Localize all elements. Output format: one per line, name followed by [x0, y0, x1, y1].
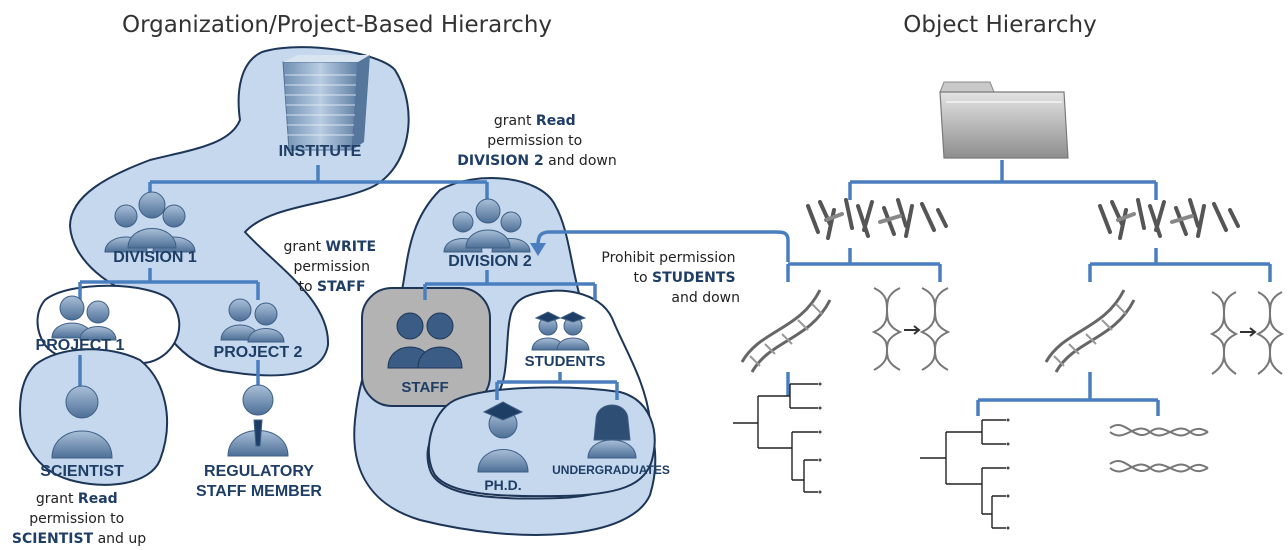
- prohibit-students-note: Prohibit permission to STUDENTS and down: [601, 250, 740, 306]
- phylogenetic-tree-icon: [733, 382, 822, 494]
- project1-label: PROJECT 1: [36, 337, 125, 354]
- division2-label: DIVISION 2: [448, 253, 532, 270]
- undergraduates-label: UNDERGRADUATES: [552, 463, 670, 477]
- staff-label: STAFF: [401, 379, 448, 396]
- chromosomes-icon: [1098, 198, 1240, 240]
- institute-label: INSTITUTE: [279, 143, 362, 160]
- building-icon: [282, 55, 370, 151]
- couple-icon: [51, 295, 117, 341]
- read-division2-note: grant Read permission to DIVISION 2 and …: [457, 113, 616, 169]
- read-scientist-note: grant Read permission to SCIENTIST and u…: [12, 491, 146, 547]
- phd-label: PH.D.: [484, 477, 521, 493]
- arrow-head: [530, 243, 546, 256]
- project2-label: PROJECT 2: [214, 344, 303, 361]
- graduate-icon: [477, 401, 529, 473]
- graduates-icon: [531, 311, 590, 351]
- woman-icon: [587, 404, 637, 459]
- couple-icon: [220, 298, 285, 343]
- couple-icon: [387, 312, 463, 369]
- folder-icon: [939, 81, 1069, 159]
- scientist-label: SCIENTIST: [40, 463, 124, 480]
- object-connectors: [786, 160, 1272, 416]
- snp-icon: [1109, 424, 1209, 473]
- dna-replication-icon: [871, 287, 951, 371]
- chromosomes-icon: [806, 198, 948, 240]
- left-title: Organization/Project-Based Hierarchy: [122, 12, 552, 38]
- group-icon: [443, 198, 531, 253]
- phylogenetic-tree-icon: [920, 418, 1010, 530]
- write-staff-note: grant WRITE permission to STAFF: [283, 239, 380, 295]
- right-title: Object Hierarchy: [903, 12, 1096, 38]
- person-icon: [51, 385, 113, 459]
- division1-label: DIVISION 1: [113, 249, 197, 266]
- dna-icon: [740, 289, 832, 373]
- dna-replication-icon: [1209, 291, 1285, 375]
- businessman-icon: [227, 384, 289, 457]
- dna-icon: [1044, 289, 1136, 373]
- regulatory-label-line1: REGULATORY: [204, 463, 314, 480]
- students-label: STUDENTS: [525, 353, 606, 370]
- org-connectors: [78, 165, 790, 400]
- group-icon: [104, 191, 196, 253]
- regulatory-label-line2: STAFF MEMBER: [196, 483, 322, 500]
